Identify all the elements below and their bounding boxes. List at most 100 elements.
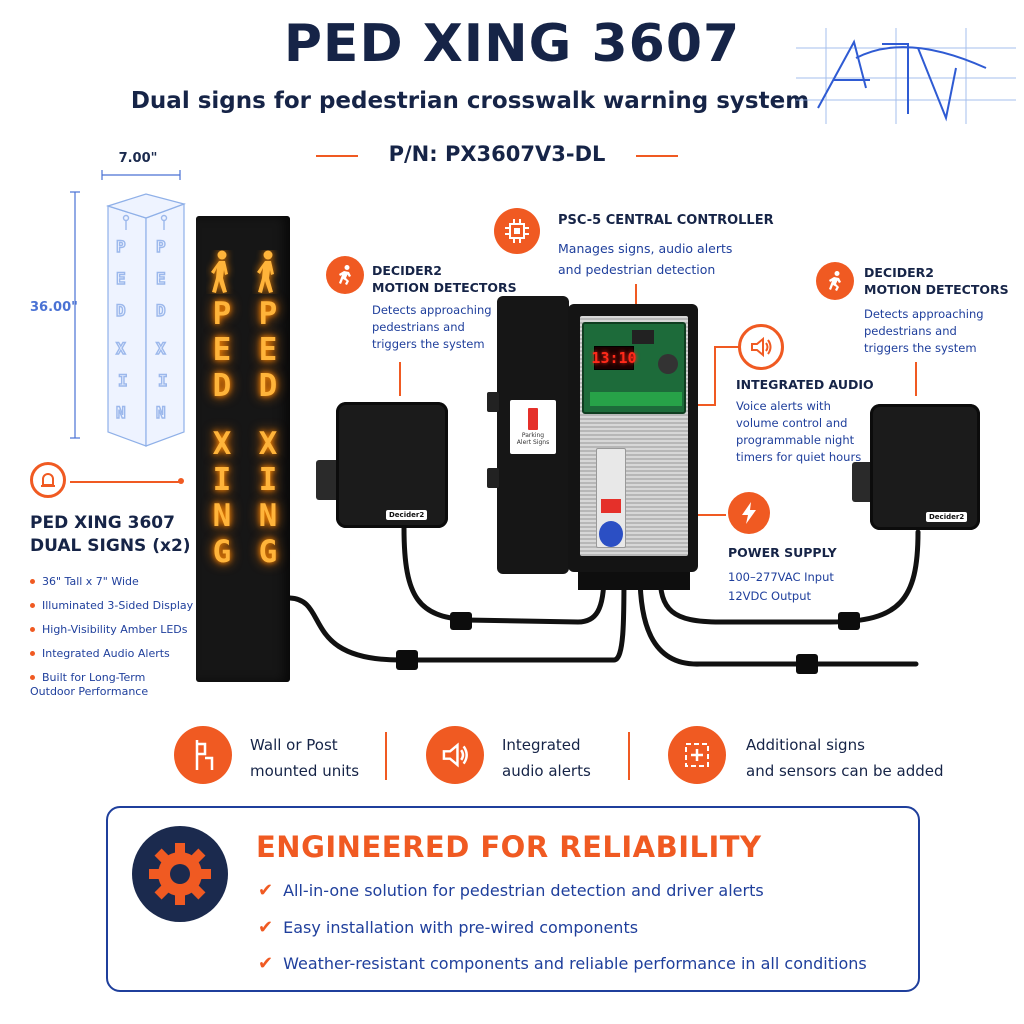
sign-spec-list: 36" Tall x 7" Wide Illuminated 3-Sided D… — [30, 570, 193, 700]
detector-right-title: DECIDER2 MOTION DETECTORS — [864, 265, 1009, 297]
controller-display: 13:10 — [591, 346, 637, 370]
audio-callout-line-v — [714, 346, 716, 406]
power-callout-line — [680, 514, 726, 516]
detector-left-desc: Detects approaching pedestrians and trig… — [372, 303, 492, 351]
running-person-icon-badge — [326, 256, 364, 294]
power-desc: 100–277VAC Input 12VDC Output — [728, 570, 834, 603]
part-number: P/N: PX3607V3-DL — [388, 142, 606, 166]
hinge — [487, 392, 499, 412]
page-title: PED XING 3607 — [283, 14, 741, 74]
spec-item: 36" Tall x 7" Wide — [30, 570, 193, 594]
detector-left: Decider2 — [336, 402, 448, 528]
psu-label — [601, 499, 621, 513]
audio-title: INTEGRATED AUDIO — [736, 377, 874, 392]
running-person-icon — [339, 265, 351, 285]
svg-text:I: I — [118, 371, 128, 390]
svg-text:X: X — [156, 339, 166, 358]
detector-left-title: DECIDER2 MOTION DETECTORS — [372, 263, 517, 295]
part-number-row: P/N: PX3607V3-DL — [316, 142, 678, 170]
mount-icon-badge — [174, 726, 232, 784]
reliability-title: ENGINEERED FOR RELIABILITY — [256, 830, 762, 864]
sign-spec-title: PED XING 3607 DUAL SIGNS (x2) — [30, 512, 191, 558]
pn-rule-left — [316, 155, 358, 157]
reliability-item: ✔Weather-resistant components and reliab… — [258, 953, 867, 974]
detector-right: Decider2 — [870, 404, 980, 530]
svg-text:D: D — [116, 301, 126, 320]
svg-text:D: D — [156, 301, 166, 320]
checkmark-icon: ✔ — [258, 917, 274, 938]
svg-text:E: E — [116, 269, 126, 288]
svg-text:I: I — [158, 371, 168, 390]
sign-spec-title-line2: DUAL SIGNS (x2) — [30, 536, 191, 556]
brand-label-line2: Alert Signs — [516, 439, 550, 446]
gear-icon — [149, 843, 211, 905]
controller-title: PSC-5 CENTRAL CONTROLLER — [558, 213, 774, 228]
running-person-icon — [829, 271, 841, 291]
reliability-panel — [106, 806, 920, 992]
lightning-icon — [742, 502, 756, 524]
brand-logo-icon — [528, 408, 538, 430]
add-module-icon-badge — [668, 726, 726, 784]
detector-left-callout-line — [399, 362, 401, 396]
spec-item: Integrated Audio Alerts — [30, 642, 193, 666]
pedestrian-icon — [211, 250, 228, 293]
pedestrian-icon — [257, 250, 274, 293]
cable-glands — [578, 572, 690, 590]
sign-callout-line — [70, 481, 180, 483]
svg-text:P: P — [156, 237, 166, 256]
speaker-icon-badge — [426, 726, 484, 784]
hinge — [487, 468, 499, 488]
svg-text:P: P — [116, 237, 126, 256]
brand-label: Parking Alert Signs — [510, 400, 556, 454]
feature-divider — [628, 732, 630, 780]
spec-item: High-Visibility Amber LEDs — [30, 618, 193, 642]
speaker-icon-badge — [738, 324, 784, 370]
brand-label-line1: Parking — [521, 432, 545, 439]
detector-right-desc: Detects approaching pedestrians and trig… — [864, 307, 984, 355]
power-title: POWER SUPPLY — [728, 545, 837, 560]
controller-desc: Manages signs, audio alerts and pedestri… — [558, 241, 733, 277]
psu-module — [599, 521, 623, 547]
detector-right-callout-line — [915, 362, 917, 396]
speaker-icon — [442, 742, 468, 768]
svg-text:X: X — [116, 339, 126, 358]
audio-callout-line-h2 — [688, 404, 716, 406]
svg-text:E: E — [156, 269, 166, 288]
terminal-block — [590, 392, 682, 406]
chip-icon-badge — [494, 208, 540, 254]
audio-callout-line-h — [714, 346, 740, 348]
spec-item: Illuminated 3-Sided Display — [30, 594, 193, 618]
spec-item-continuation: Outdoor Performance — [30, 685, 149, 698]
feature-divider — [385, 732, 387, 780]
svg-text:N: N — [156, 403, 166, 422]
mount-icon — [195, 740, 214, 770]
chip-component — [632, 330, 654, 344]
svg-text:N: N — [116, 403, 126, 422]
width-dimension-label: 7.00" — [118, 151, 158, 166]
page-subtitle: Dual signs for pedestrian crosswalk warn… — [130, 88, 810, 114]
speaker-icon — [751, 336, 772, 358]
blueprint-sketch-icon — [796, 28, 1016, 124]
alarm-icon — [41, 473, 55, 487]
pn-rule-right — [636, 155, 678, 157]
running-person-icon-badge — [816, 262, 854, 300]
audio-desc: Voice alerts with volume control and pro… — [736, 399, 862, 464]
add-module-icon — [685, 743, 709, 767]
reliability-item: ✔Easy installation with pre-wired compon… — [258, 917, 639, 938]
chip-icon — [505, 219, 529, 243]
height-dimension-arrow — [70, 191, 80, 439]
detector-left-badge: Decider2 — [386, 510, 428, 520]
sign-dimension-drawing: PED XIN PED XIN — [106, 193, 186, 447]
height-dimension-label: 36.00" — [30, 300, 78, 315]
power-supply-unit — [596, 448, 626, 548]
width-dimension-arrow — [101, 170, 181, 180]
detector-right-badge: Decider2 — [926, 512, 968, 522]
checkmark-icon: ✔ — [258, 953, 274, 974]
reliability-item: ✔All-in-one solution for pedestrian dete… — [258, 880, 764, 901]
